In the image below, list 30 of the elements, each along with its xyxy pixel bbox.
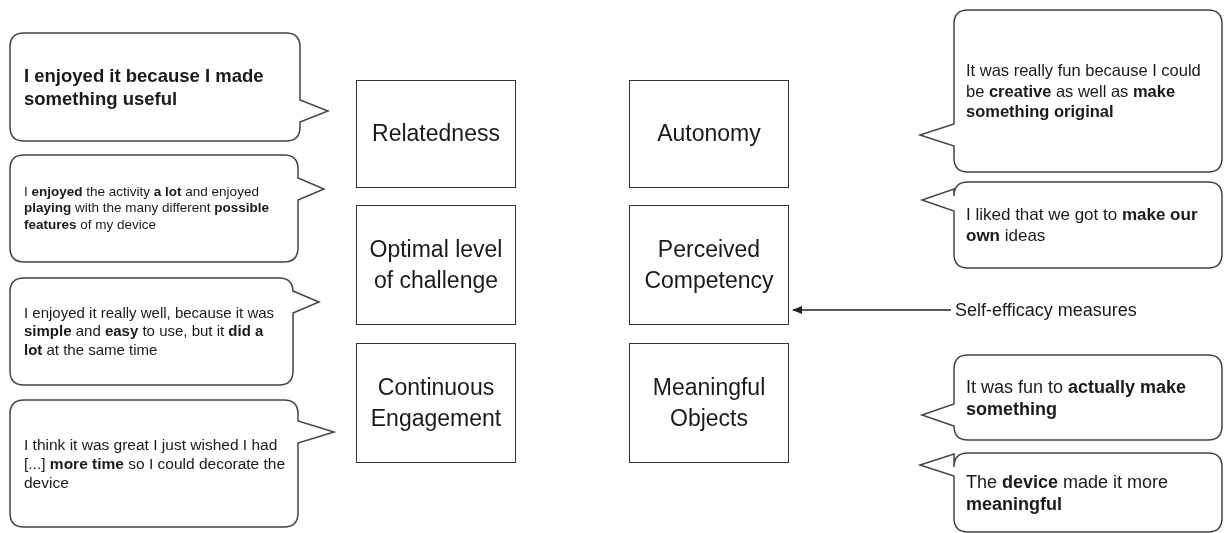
speech-bubble <box>10 400 334 527</box>
quote-text: It was really fun because I could be creative as well as make something original <box>966 60 1202 122</box>
speech-bubble <box>920 10 1222 172</box>
concept-label: Perceived Competency <box>643 234 775 295</box>
annotation-text: Self-efficacy measures <box>955 299 1137 321</box>
quote-text: I think it was great I just wished I had [...] more time so I could decorate the device <box>24 434 286 493</box>
arrow <box>791 305 952 315</box>
speech-bubble <box>10 33 328 141</box>
quote-text: The device made it more meaningful <box>966 470 1170 515</box>
quote-text: I enjoyed the activity a lot and enjoyed playing with the many different possible features of my device <box>24 183 271 234</box>
concept-label: Meaningful Objects <box>651 372 767 433</box>
quote-text: I enjoyed it because I made something useful <box>24 63 265 111</box>
concept-label: Optimal level of challenge <box>368 234 504 295</box>
speech-bubble <box>922 355 1222 440</box>
concept-box <box>629 205 789 325</box>
quote-text: It was fun to actually make something <box>966 375 1188 420</box>
concept-label: Autonomy <box>657 119 761 149</box>
concept-box <box>356 80 516 188</box>
speech-bubble <box>10 278 319 385</box>
speech-bubble <box>10 155 324 262</box>
concept-box <box>629 343 789 463</box>
quote-text: I liked that we got to make our own ideas <box>966 203 1199 247</box>
concept-box <box>356 343 516 463</box>
speech-bubble <box>922 182 1222 268</box>
concept-box <box>356 205 516 325</box>
concept-box <box>629 80 789 188</box>
quote-text: I enjoyed it really well, because it was simple and easy to use, but it did a lot at the same time <box>24 303 276 360</box>
speech-bubble <box>920 453 1222 532</box>
concept-label: Relatedness <box>372 119 500 149</box>
concept-label: Continuous Engagement <box>369 372 503 433</box>
